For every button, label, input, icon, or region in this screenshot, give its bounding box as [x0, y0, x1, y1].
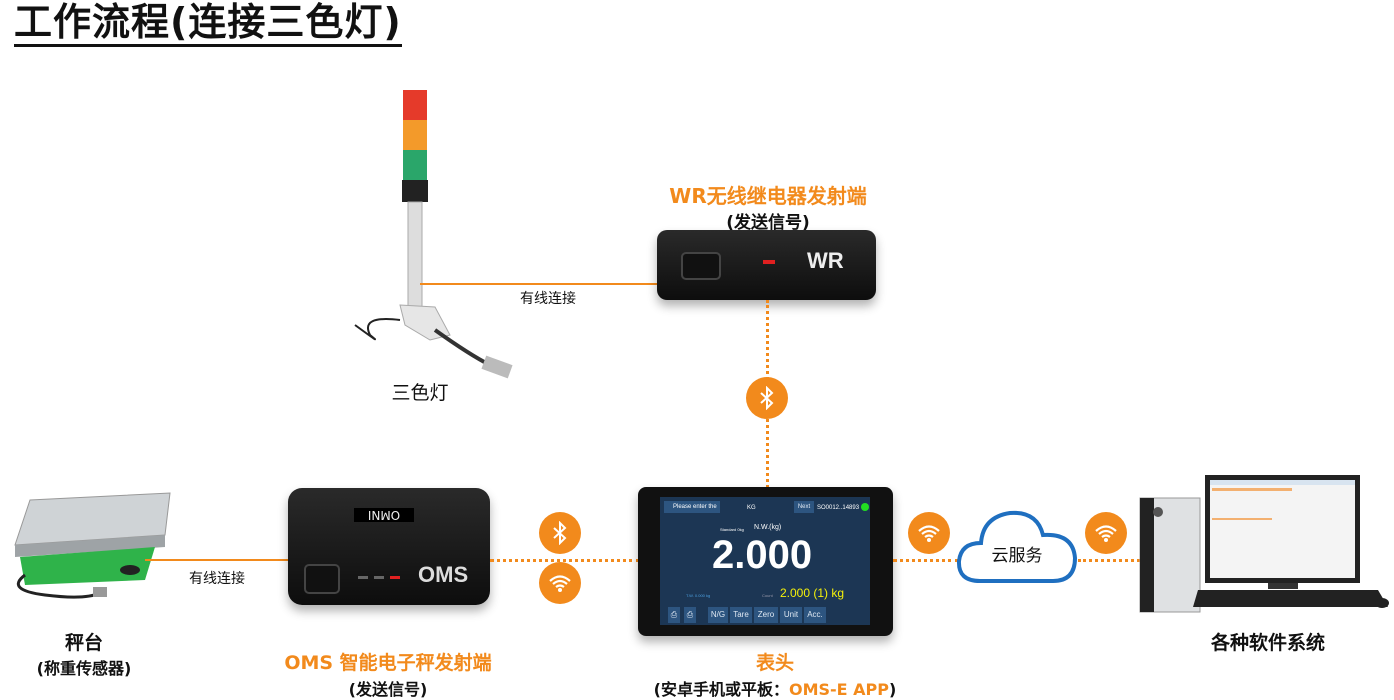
wifi-icon [539, 562, 581, 604]
wired-connection-top [420, 283, 658, 285]
status-dot [861, 503, 869, 511]
count-label: Count [762, 593, 773, 598]
print-button-2[interactable]: ⎙ [684, 607, 696, 623]
tablet-subtitle-prefix: (安卓手机或平板： [653, 680, 789, 699]
standard-label: Standard 0kg [720, 527, 744, 532]
weight-value: 2.000 [712, 533, 813, 577]
tablet-screen: Please enter the KG Next SO0012..14893 S… [660, 497, 870, 625]
wr-device: WR [657, 230, 876, 300]
wr-title: WR无线继电器发射端 [669, 184, 867, 208]
nw-label: N.W.(kg) [754, 524, 782, 531]
next-button[interactable]: Next [794, 501, 814, 513]
cloud-icon [955, 503, 1080, 588]
wifi-icon [1085, 512, 1127, 554]
unit-label: KG [747, 505, 756, 511]
wr-subtitle: (发送信号) [726, 213, 810, 233]
computer-image [1138, 472, 1394, 617]
order-id: SO0012..14893 [817, 505, 860, 511]
page-title: 工作流程(连接三色灯) [14, 0, 402, 47]
oms-device: OMNI OMS [288, 488, 490, 605]
wr-device-text: WR [807, 248, 844, 273]
bluetooth-icon [539, 512, 581, 554]
acc-button[interactable]: Acc. [804, 607, 826, 623]
tare-button[interactable]: Tare [730, 607, 752, 623]
bluetooth-icon [746, 377, 788, 419]
oms-top-text: OMNI [354, 508, 414, 522]
scale-image [5, 485, 180, 610]
cloud-pc-link [1078, 559, 1140, 562]
app-name: OMS-E APP [788, 680, 890, 699]
tower-light-label: 三色灯 [391, 382, 449, 404]
wifi-icon [908, 512, 950, 554]
zero-button[interactable]: Zero [754, 607, 778, 623]
wired-connection-bottom [145, 559, 290, 561]
oms-tablet-link [490, 559, 640, 562]
ng-button[interactable]: N/G [708, 607, 728, 623]
oms-device-text: OMS [418, 562, 469, 587]
tablet-subtitle: (安卓手机或平板：OMS-E APP) [610, 676, 940, 700]
tablet-cloud-link [893, 559, 959, 562]
tower-light-image [340, 85, 520, 385]
search-input[interactable]: Please enter the [664, 501, 720, 513]
pc-label: 各种软件系统 [1210, 632, 1325, 654]
oms-subtitle: (发送信号) [348, 680, 428, 699]
tare-weight: T.W. 0.000 kg [686, 593, 711, 598]
print-button[interactable]: ⎙ [668, 607, 680, 623]
tablet-title: 表头 [755, 652, 794, 674]
tablet-subtitle-suffix: ) [889, 680, 897, 699]
wired-label-bottom: 有线连接 [189, 571, 245, 587]
oms-title: OMS 智能电子秤发射端 [284, 652, 492, 674]
count-value: 2.000 (1) kg [780, 586, 845, 600]
unit-button[interactable]: Unit [780, 607, 802, 623]
wired-label-top: 有线连接 [520, 291, 576, 307]
scale-subtitle: (称重传感器) [36, 659, 132, 678]
cloud-label: 云服务 [991, 546, 1043, 566]
scale-title: 秤台 [64, 632, 103, 654]
